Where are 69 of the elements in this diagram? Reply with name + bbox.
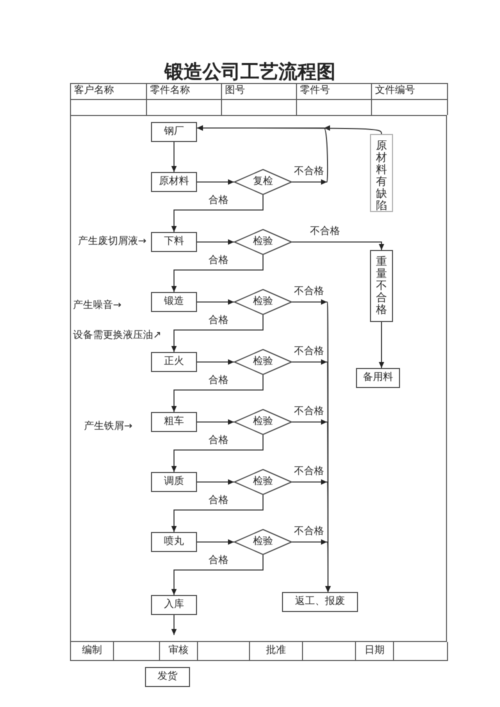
table-header-cell: 零件名称 (146, 83, 221, 99)
arrow (196, 539, 234, 545)
annotation-text: 产生噪音→ (73, 300, 122, 312)
arrow (171, 142, 177, 172)
arrow (196, 239, 234, 245)
edge-label: 不合格 (294, 526, 324, 538)
edge-label: 合格 (208, 315, 228, 327)
edge-label: 合格 (208, 555, 228, 567)
process-box: 粗车 (151, 412, 197, 432)
table-header-cell: 图号 (221, 83, 296, 99)
decision-diamond: 检验 (234, 469, 292, 495)
table-header-cell: 零件号 (296, 83, 371, 99)
arrow (196, 299, 234, 305)
vertical-text-box: 重量不合格 (370, 250, 393, 322)
edge-label: 不合格 (294, 346, 324, 358)
edge-label: 不合格 (294, 406, 324, 418)
signature-label-cell: 日期 (355, 642, 393, 661)
arrow (171, 254, 264, 292)
edge-label: 合格 (208, 375, 228, 387)
process-box: 返工、报废 (282, 592, 358, 612)
arrow (171, 554, 264, 596)
edge-label: 合格 (208, 195, 228, 207)
process-box: 调质 (151, 472, 197, 492)
process-box: 入库 (151, 595, 197, 615)
process-box: 发货 (145, 667, 190, 687)
edge-label: 不合格 (310, 226, 340, 238)
arrow (196, 359, 234, 365)
edge-label: 不合格 (294, 466, 324, 478)
arrow (171, 494, 264, 532)
process-box: 喷丸 (151, 532, 197, 552)
arrow (171, 374, 264, 412)
signature-label-cell: 批准 (249, 642, 302, 661)
process-box: 原材料 (151, 172, 197, 192)
arrow (196, 419, 234, 425)
table-header-cell: 文件编号 (371, 83, 448, 99)
annotation-text: 产生废切屑液→ (78, 236, 146, 248)
arrow (196, 125, 382, 134)
process-box: 下料 (151, 232, 197, 252)
vertical-text-box: 原材料有缺陷 (370, 134, 393, 212)
process-box: 钢厂 (151, 122, 197, 142)
decision-diamond: 检验 (234, 529, 292, 555)
diagram-title: 锻造公司工艺流程图 (164, 61, 336, 84)
arrow (292, 539, 331, 592)
edge-label: 合格 (208, 255, 228, 267)
arrow (292, 242, 384, 250)
signature-label-cell: 编制 (70, 642, 113, 661)
edge-label: 不合格 (294, 286, 324, 298)
process-box: 备用料 (356, 368, 400, 388)
decision-diamond: 检验 (234, 349, 292, 375)
decision-diamond: 检验 (234, 229, 292, 255)
arrow (196, 479, 234, 485)
arrow (171, 614, 177, 636)
table-header-cell: 客户名称 (70, 83, 146, 99)
signature-label-cell: 审核 (159, 642, 197, 661)
decision-diamond: 检验 (234, 289, 292, 315)
process-box: 正火 (151, 352, 197, 372)
process-box: 锻造 (151, 292, 197, 312)
edge-label: 合格 (208, 435, 228, 447)
arrow (378, 322, 384, 368)
arrow (171, 194, 264, 232)
decision-diamond: 复检 (234, 169, 292, 195)
arrow (196, 179, 234, 185)
edge-label: 不合格 (294, 166, 324, 178)
annotation-text: 设备需更换液压油↗ (73, 330, 162, 342)
arrow (171, 434, 264, 472)
annotation-text: 产生铁屑→ (84, 421, 132, 433)
edge-label: 合格 (208, 495, 228, 507)
decision-diamond: 检验 (234, 409, 292, 435)
arrow (171, 314, 264, 352)
